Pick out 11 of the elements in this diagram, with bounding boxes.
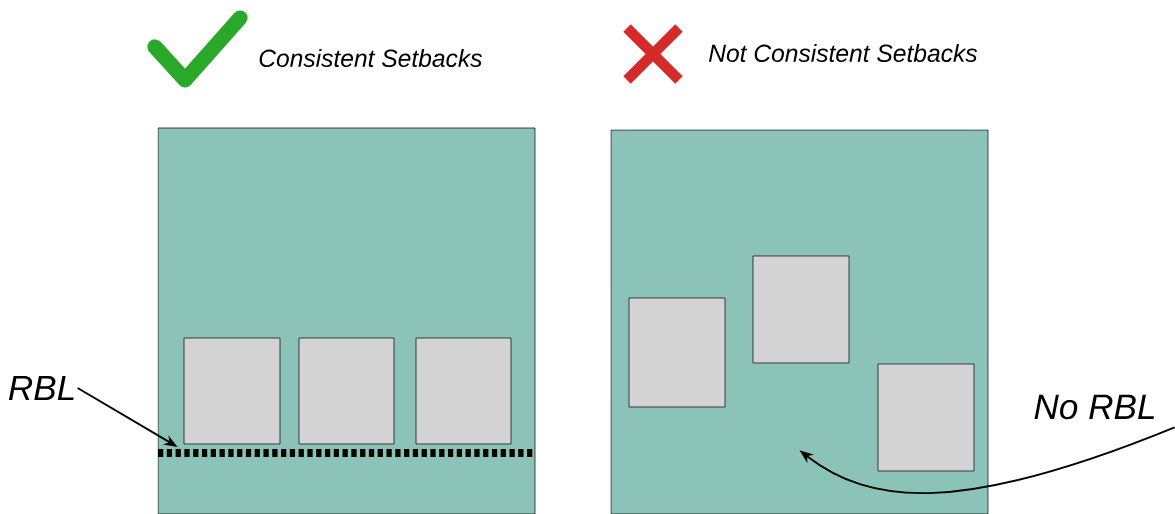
heading: Not Consistent Setbacks: [709, 43, 978, 62]
house-footprint: [628, 297, 726, 408]
house-footprint: [877, 363, 975, 472]
callout-text: RBL: [8, 375, 74, 401]
heading: Consistent Setbacks: [259, 48, 482, 67]
house-footprint: [298, 337, 395, 445]
setback-line: [158, 449, 535, 457]
callout-text: No RBL: [1034, 394, 1155, 420]
house-footprint: [415, 337, 512, 445]
house-footprint: [752, 255, 850, 364]
house-footprint: [183, 337, 281, 445]
